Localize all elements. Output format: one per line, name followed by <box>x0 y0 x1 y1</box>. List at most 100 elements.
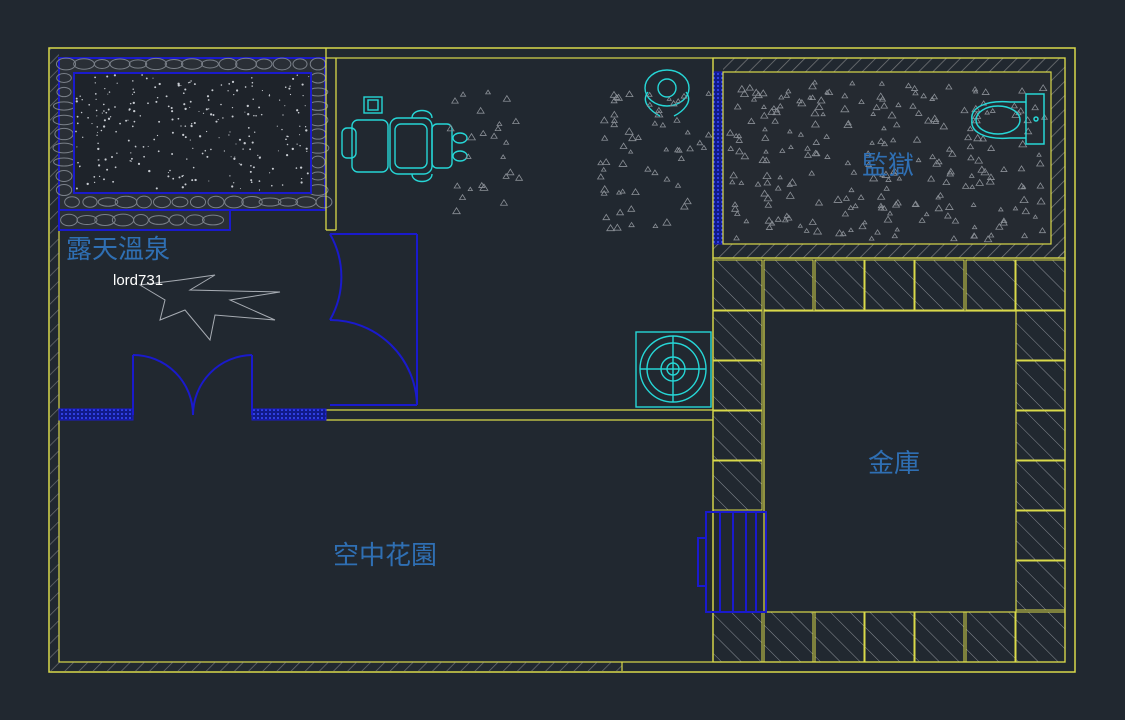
stone <box>76 214 98 226</box>
water-sparkle <box>231 115 234 118</box>
gravel-grain <box>811 149 820 157</box>
water-sparkle <box>243 142 246 145</box>
water-sparkle <box>289 93 292 96</box>
water-sparkle <box>250 179 253 182</box>
gravel-grain <box>601 134 609 141</box>
water-sparkle <box>96 134 98 136</box>
water-sparkle <box>177 117 180 120</box>
gravel-grain <box>737 84 747 93</box>
person-icon <box>644 69 690 117</box>
gravel-grain <box>1036 152 1042 157</box>
water-sparkle <box>106 75 109 78</box>
gravel-grain <box>628 134 637 142</box>
gravel-grain <box>943 212 952 219</box>
gravel-grain <box>969 184 976 189</box>
water-sparkle <box>147 145 149 147</box>
gravel-grain <box>762 156 771 164</box>
water-sparkle <box>242 148 244 150</box>
gravel-grain <box>446 124 455 132</box>
gravel-grain <box>1021 207 1031 215</box>
water-sparkle <box>105 111 108 114</box>
water-sparkle <box>230 156 232 158</box>
water-sparkle <box>111 156 113 158</box>
gravel-grain <box>610 117 618 123</box>
water-sparkle <box>308 76 310 78</box>
gravel-grain <box>946 170 955 177</box>
gravel-grain <box>971 104 981 113</box>
water-sparkle <box>97 164 101 167</box>
gravel-grain <box>683 197 692 205</box>
gravel-grain <box>735 147 744 155</box>
gravel-grain <box>760 104 767 109</box>
water-sparkle <box>292 77 295 80</box>
gravel-grain <box>764 216 774 224</box>
gravel-grain <box>796 97 803 104</box>
gravel-grain <box>971 86 979 92</box>
gravel-grain <box>704 131 713 138</box>
gravel-grain <box>984 109 991 115</box>
gravel-grain <box>610 120 619 128</box>
water-sparkle <box>190 80 192 82</box>
gravel-grain <box>929 153 937 160</box>
water-sparkle <box>192 147 194 149</box>
gravel-grain <box>727 145 735 151</box>
gravel-grain <box>880 102 889 109</box>
water-sparkle <box>240 163 243 166</box>
gravel-grain <box>631 188 640 196</box>
water-sparkle <box>189 139 191 141</box>
water-sparkle <box>247 113 250 116</box>
gravel-grain <box>981 88 990 95</box>
stone <box>258 197 282 207</box>
gravel-grain <box>964 133 973 141</box>
gravel-grain <box>754 181 762 187</box>
water-sparkle <box>252 166 255 169</box>
gravel-grain <box>765 223 774 230</box>
water-sparkle <box>183 103 186 106</box>
double-door-left[interactable] <box>132 354 253 416</box>
gravel-grain <box>885 176 892 182</box>
stone <box>164 59 184 69</box>
water-sparkle <box>249 148 251 151</box>
floor-tile <box>763 611 814 663</box>
water-sparkle <box>210 148 212 151</box>
gravel-grain <box>814 102 824 110</box>
water-sparkle <box>171 153 174 155</box>
water-sparkle <box>189 81 191 84</box>
gravel-grain <box>920 92 928 99</box>
water-sparkle <box>106 168 109 171</box>
gravel-grain <box>868 235 875 241</box>
stone <box>315 195 333 209</box>
double-door-right[interactable] <box>329 233 418 406</box>
gravel-grain <box>950 235 958 242</box>
floor-tile <box>1015 360 1066 411</box>
floor-tile <box>712 310 763 361</box>
gravel-grain <box>848 227 854 233</box>
gravel-grain <box>680 92 688 99</box>
gravel-grain <box>613 93 621 100</box>
water-sparkle <box>269 172 271 174</box>
gravel-grain <box>783 92 791 98</box>
water-sparkle <box>131 93 134 95</box>
gravel-grain <box>1018 139 1028 148</box>
water-sparkle <box>96 126 99 128</box>
vault-door[interactable] <box>697 511 767 613</box>
gravel-grain <box>458 193 467 200</box>
gravel-grain <box>850 169 858 175</box>
water-sparkle <box>305 147 308 150</box>
water-sparkle <box>186 158 188 160</box>
gravel-grain <box>891 232 899 239</box>
water-sparkle <box>177 82 180 85</box>
water-sparkle <box>129 160 131 162</box>
stone <box>277 197 299 207</box>
water-sparkle <box>305 129 308 132</box>
stone <box>189 195 207 209</box>
water-sparkle <box>103 119 106 122</box>
gravel-grain <box>945 146 953 152</box>
gravel-grain <box>874 229 881 235</box>
water-sparkle <box>158 120 161 123</box>
water-sparkle <box>231 185 234 188</box>
gravel-grain <box>841 210 850 217</box>
gravel-grain <box>771 117 779 124</box>
water-sparkle <box>94 93 97 95</box>
